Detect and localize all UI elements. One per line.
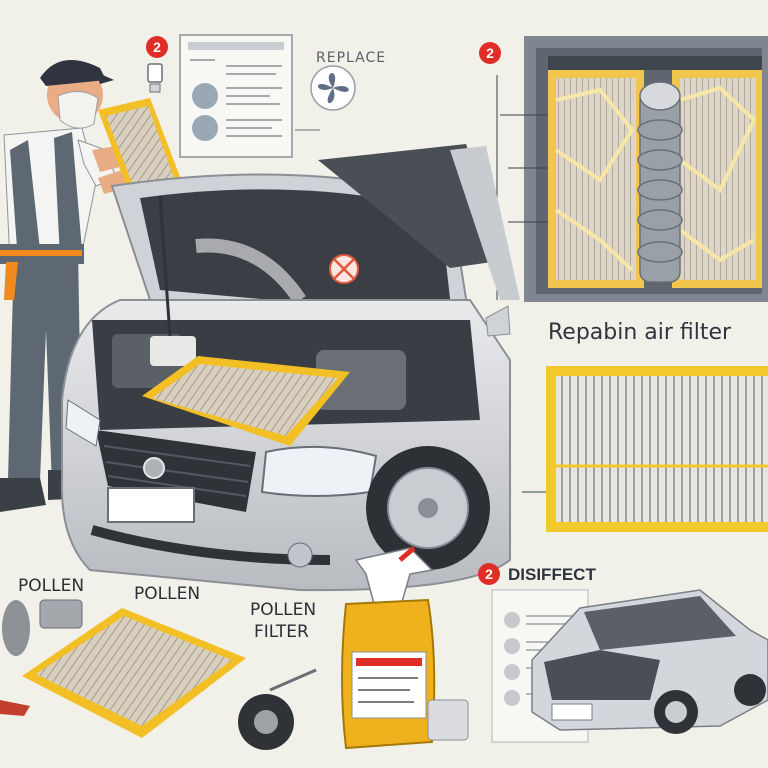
fan-icon xyxy=(310,65,356,111)
prohibited-icon xyxy=(329,254,359,284)
main-car xyxy=(60,144,520,592)
spray-bottle xyxy=(341,546,469,750)
cabin-air-filter-label: Repabin air filter xyxy=(548,320,732,345)
step-badge-right: 2 xyxy=(479,42,501,64)
pollen-filter-label-line1: POLLEN xyxy=(250,600,317,620)
held-filter xyxy=(98,98,182,196)
tool-icon xyxy=(147,63,163,93)
step-badge-bottom: 2 xyxy=(478,563,500,585)
spare-parts xyxy=(0,599,317,750)
pollen-label-left: POLLEN xyxy=(18,576,85,596)
pollen-label-center: POLLEN xyxy=(134,584,201,604)
instruction-card xyxy=(179,34,293,158)
replace-label: REPLACE xyxy=(316,50,387,66)
small-car xyxy=(531,589,768,734)
pollen-filter-label-line2: FILTER xyxy=(254,622,309,642)
pleated-filter xyxy=(546,366,768,532)
disinfect-label: DISIFFECT xyxy=(508,565,596,584)
filter-housing-panel xyxy=(524,36,768,302)
bottom-pollen-filter xyxy=(22,608,246,738)
step-badge-top: 2 xyxy=(146,36,168,58)
